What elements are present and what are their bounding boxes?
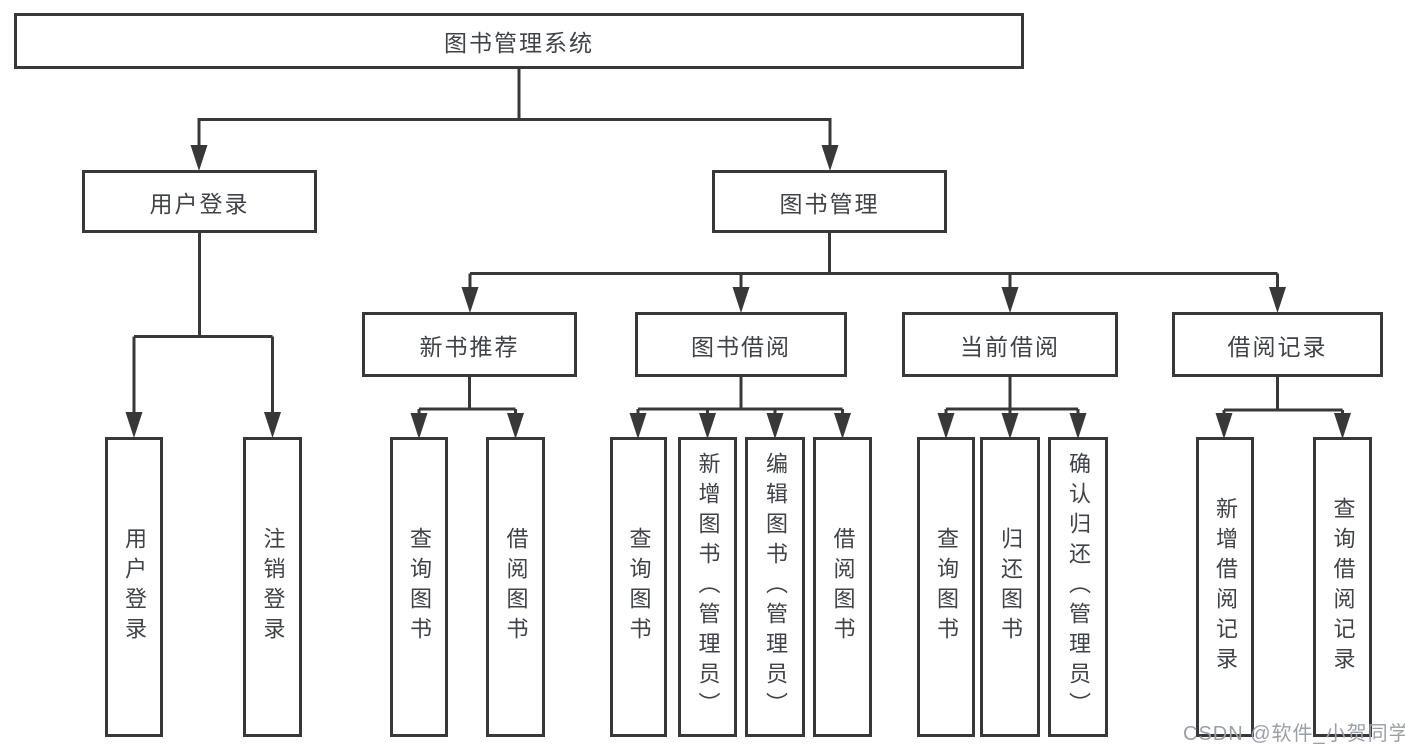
leaf-query-book-borrowing: 查询图书 [610,437,667,737]
node-new-book-recommend-label: 新书推荐 [419,333,520,360]
leaf-logout-label: 注销登录 [260,527,286,647]
connector-newbook-to-leaves [417,377,517,418]
node-borrowing-records: 借阅记录 [1172,312,1383,377]
arrowheads [125,145,1351,439]
node-current-borrowing: 当前借阅 [902,312,1118,377]
node-user-login: 用户登录 [82,170,317,233]
leaf-add-book-admin-label: 新增图书（管理员） [695,452,721,722]
leaf-return-book-label: 归还图书 [998,527,1023,647]
leaf-borrow-book-recommend: 借阅图书 [486,437,545,737]
leaf-add-borrow-record: 新增借阅记录 [1196,437,1254,737]
node-current-borrowing-label: 当前借阅 [960,333,1060,360]
node-book-management-label: 图书管理 [779,190,880,217]
leaf-user-login-label: 用户登录 [122,527,147,647]
connector-current-to-leaves [944,377,1080,418]
node-root-label: 图书管理系统 [444,30,594,56]
leaf-query-book-current: 查询图书 [917,437,975,737]
leaf-add-book-admin: 新增图书（管理员） [678,437,737,737]
leaf-confirm-return-admin-label: 确认归还（管理员） [1066,452,1091,722]
leaf-query-borrow-record-label: 查询借阅记录 [1330,497,1356,677]
connector-userlogin-to-leaves [132,233,274,417]
node-user-login-label: 用户登录 [149,190,250,217]
node-root: 图书管理系统 [14,13,1024,69]
leaf-logout: 注销登录 [243,437,302,737]
leaf-query-book-borrowing-label: 查询图书 [626,527,652,647]
leaf-query-book-current-label: 查询图书 [934,527,959,647]
node-book-borrowing-label: 图书借阅 [691,333,791,360]
csdn-watermark: CSDN @软件_小贺同学 [1183,723,1405,745]
node-book-borrowing: 图书借阅 [635,312,847,377]
leaf-borrow-book-borrowing: 借阅图书 [813,437,872,737]
leaf-borrow-book-borrowing-label: 借阅图书 [830,527,856,647]
leaf-query-book-recommend-label: 查询图书 [407,527,432,647]
leaf-user-login: 用户登录 [105,437,163,737]
leaf-query-book-recommend: 查询图书 [390,437,448,737]
connector-borrowing-to-leaves [636,377,844,418]
leaf-borrow-book-recommend-label: 借阅图书 [503,527,529,647]
leaf-edit-book-admin: 编辑图书（管理员） [745,437,805,737]
leaf-add-borrow-record-label: 新增借阅记录 [1213,497,1238,677]
connector-bookmgmt-to-level3 [468,233,1279,292]
leaf-edit-book-admin-label: 编辑图书（管理员） [763,452,788,722]
node-book-management: 图书管理 [712,170,947,233]
connector-records-to-leaves [1222,377,1344,418]
leaf-query-borrow-record: 查询借阅记录 [1313,437,1372,737]
node-borrowing-records-label: 借阅记录 [1227,333,1328,360]
node-new-book-recommend: 新书推荐 [362,312,577,377]
leaf-confirm-return-admin: 确认归还（管理员） [1048,437,1108,737]
connector-root-to-level2 [197,68,832,150]
leaf-return-book: 归还图书 [980,437,1040,737]
